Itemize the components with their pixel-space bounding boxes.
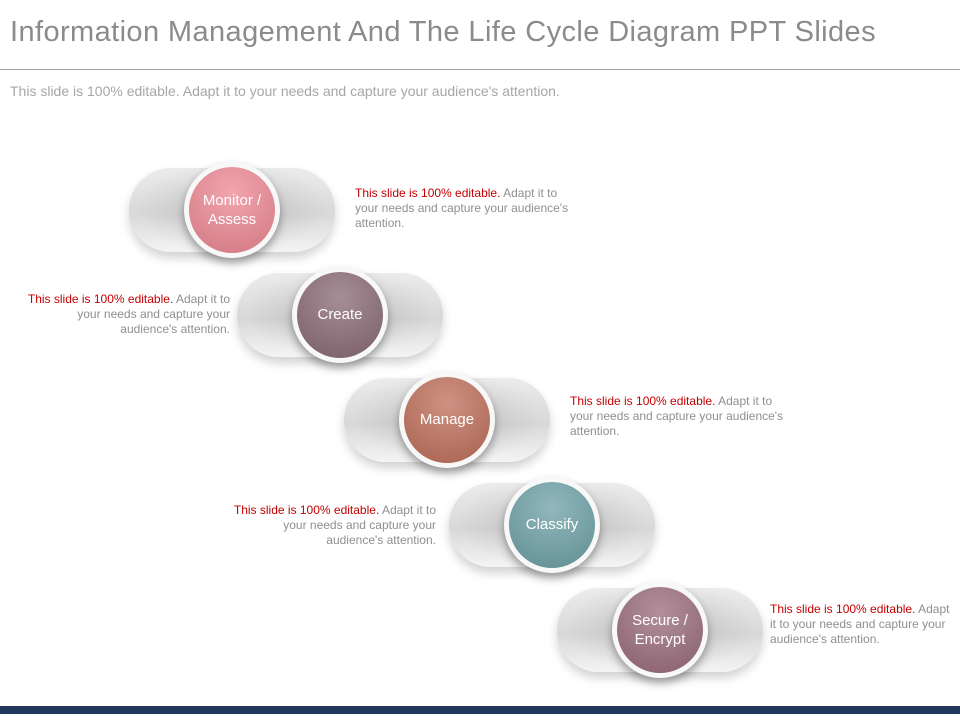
step-secure-encrypt: Secure / Encrypt [557,582,763,678]
description-rest: Adapt it to your needs and capture your … [770,602,950,646]
description-highlight: This slide is 100% editable. [355,186,501,200]
description-rest: Adapt it to your needs and capture your … [570,394,784,438]
step-label: Secure / Encrypt [632,611,688,649]
step-label: Monitor / Assess [202,191,262,229]
step-label: Manage [419,411,475,429]
step-circle: Create [292,267,388,363]
step-label: Create [317,306,363,324]
description-rest: Adapt it to your needs and capture your … [77,292,230,336]
title-divider [0,69,960,70]
step-description: This slide is 100% editable. Adapt it to… [355,186,571,231]
step-circle: Monitor / Assess [184,162,280,258]
description-rest: Adapt it to your needs and capture your … [355,186,569,230]
step-manage: Manage [344,372,550,468]
step-description: This slide is 100% editable. Adapt it to… [570,394,796,439]
page-title: Information Management And The Life Cycl… [10,16,876,48]
step-label: Classify [525,516,579,534]
step-description: This slide is 100% editable. Adapt it to… [228,503,436,548]
description-highlight: This slide is 100% editable. [770,602,916,616]
step-monitor-assess: Monitor / Assess [129,162,335,258]
description-highlight: This slide is 100% editable. [570,394,716,408]
bottom-accent-bar [0,706,960,714]
step-circle: Manage [399,372,495,468]
step-description: This slide is 100% editable. Adapt it to… [770,602,954,647]
step-classify: Classify [449,477,655,573]
slide-subtitle: This slide is 100% editable. Adapt it to… [10,83,560,99]
description-highlight: This slide is 100% editable. [27,292,174,306]
description-rest: Adapt it to your needs and capture your … [283,503,436,547]
step-circle: Secure / Encrypt [612,582,708,678]
step-description: This slide is 100% editable. Adapt it to… [18,292,230,337]
description-highlight: This slide is 100% editable. [233,503,380,517]
step-create: Create [237,267,443,363]
step-circle: Classify [504,477,600,573]
